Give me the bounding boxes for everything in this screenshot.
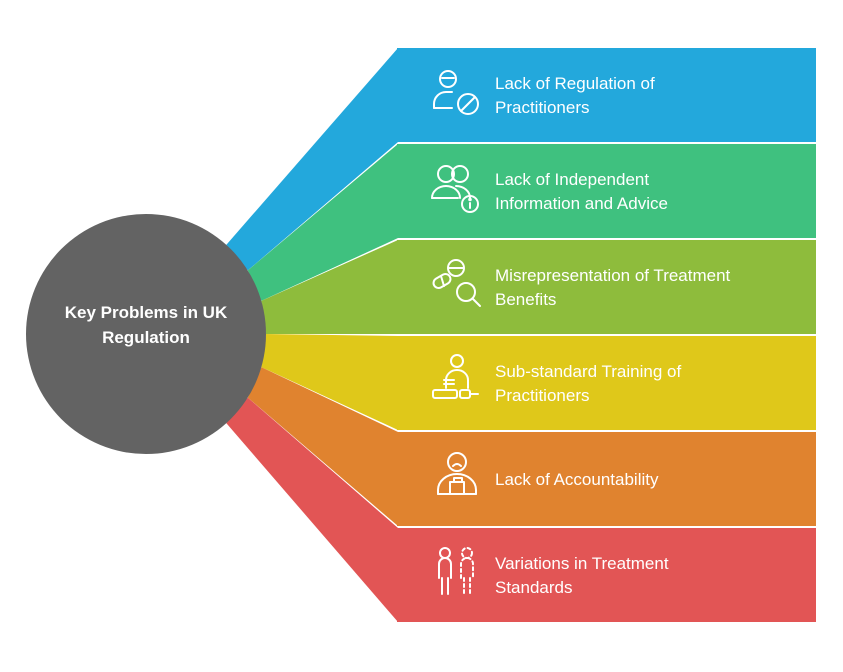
problem-label-accountability: Lack of Accountability <box>495 470 659 489</box>
problem-label-regulation: Lack of Regulation of Practitioners <box>495 74 655 117</box>
problem-label-information: Lack of Independent Information and Advi… <box>495 170 668 213</box>
person-blocked-icon <box>433 70 479 115</box>
connector-standards <box>226 397 398 622</box>
problem-band-standards <box>397 528 816 622</box>
problem-label-standards: Variations in Treatment Standards <box>495 554 669 597</box>
connector-regulation <box>226 48 398 271</box>
problem-bands <box>397 48 816 622</box>
connector-accountability <box>247 367 398 526</box>
connector-information <box>247 144 398 301</box>
person-comparison-icon <box>438 547 474 595</box>
problem-band-accountability <box>397 432 816 526</box>
problem-connectors <box>226 48 398 622</box>
problem-band-misrepresentation <box>397 240 816 334</box>
connector-training <box>261 334 398 430</box>
problem-label-misrepresentation: Misrepresentation of Treatment Benefits <box>495 266 731 309</box>
people-info-icon <box>431 165 479 213</box>
pill-search-icon <box>432 259 481 307</box>
problem-band-training <box>397 336 816 430</box>
connector-misrepresentation <box>261 240 398 334</box>
central-hub-circle <box>26 214 266 454</box>
sad-person-icon <box>437 452 477 495</box>
problem-label-training: Sub-standard Training of Practitioners <box>495 362 682 405</box>
central-hub-label: Key Problems in UK Regulation <box>64 303 228 347</box>
practitioner-training-icon <box>432 354 479 399</box>
